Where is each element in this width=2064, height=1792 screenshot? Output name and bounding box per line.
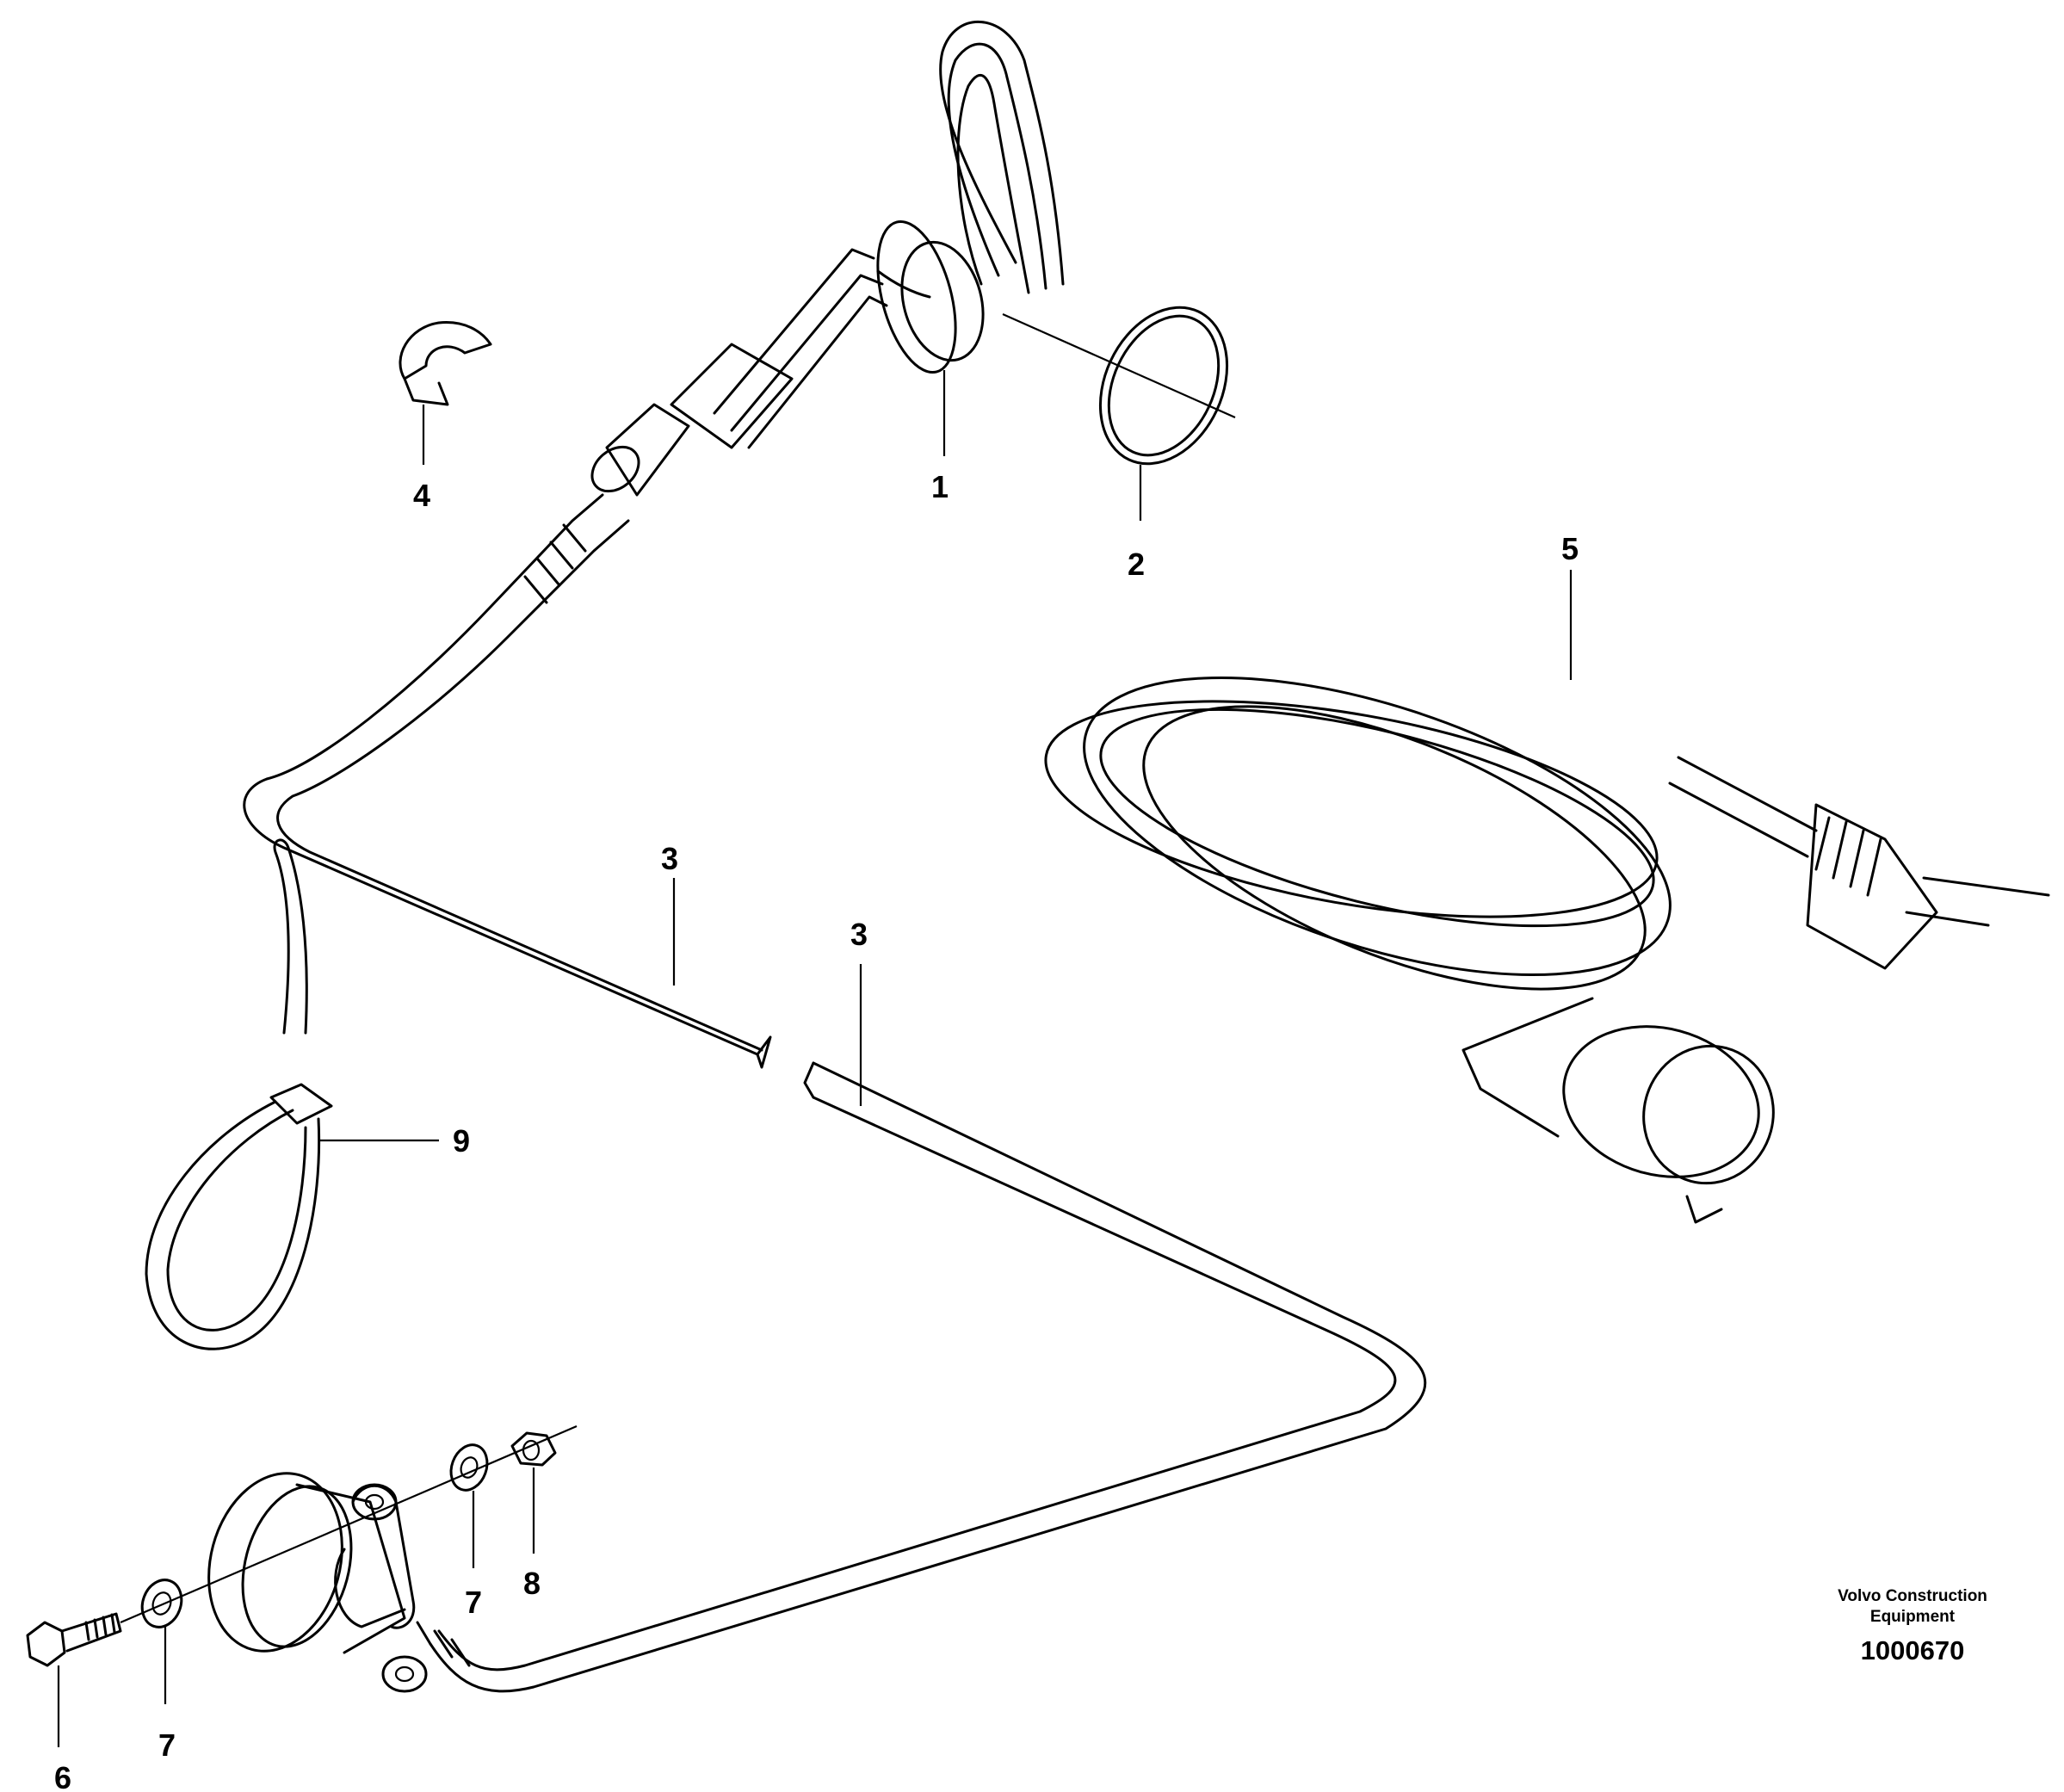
credit-line-1: Volvo Construction: [1838, 1587, 1987, 1605]
callout-9: 9: [453, 1123, 470, 1159]
clip-part-4: [399, 321, 492, 406]
nut-part-8: [510, 1431, 557, 1467]
callout-2: 2: [1128, 547, 1145, 582]
cable-part-3-upper: [243, 493, 772, 1069]
cable-tie-part-9: [145, 838, 333, 1350]
credit-line-2: Equipment: [1870, 1608, 1956, 1626]
callout-4: 4: [413, 478, 430, 513]
callout-1: 1: [931, 469, 949, 504]
washer-part-7-rear: [449, 1443, 489, 1492]
o-ring-part-2: [1098, 306, 1229, 466]
callout-7b: 7: [465, 1585, 482, 1620]
cable-part-3-lower: [416, 1061, 1427, 1693]
callout-8: 8: [523, 1566, 541, 1601]
washer-part-7-front: [140, 1579, 183, 1628]
document-number: 1000670: [1861, 1635, 1965, 1665]
power-cable-part-5: [1044, 676, 2050, 1224]
callout-5: 5: [1561, 531, 1579, 566]
callout-7a: 7: [158, 1727, 176, 1763]
callout-3a: 3: [661, 841, 678, 876]
socket-housing: [207, 1472, 428, 1693]
callout-6: 6: [54, 1760, 71, 1792]
callout-3b: 3: [850, 917, 868, 952]
bolt-part-6: [26, 1612, 122, 1667]
heater-element-part-1: [590, 21, 1065, 497]
